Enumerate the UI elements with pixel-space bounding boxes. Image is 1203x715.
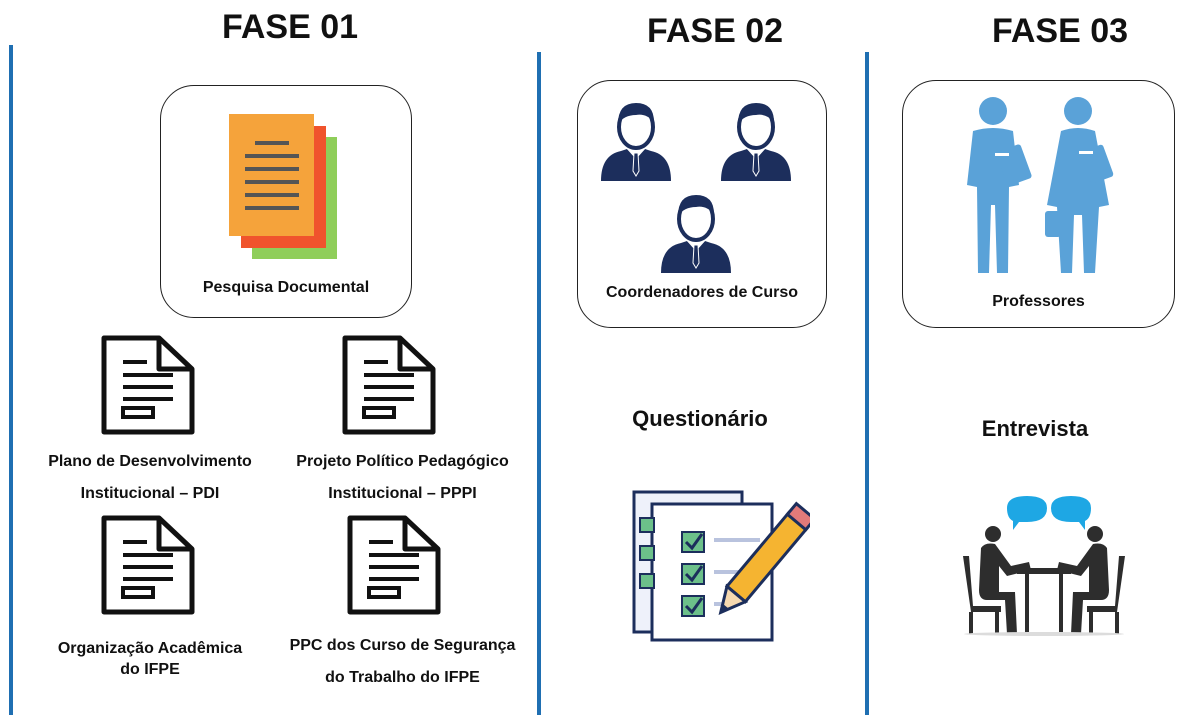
coordenadores-label: Coordenadores de Curso (605, 284, 799, 301)
doc-label-pppi: Projeto Político Pedagógico Instituciona… (270, 446, 535, 510)
fase2-title: FASE 02 (646, 12, 784, 50)
doc-label-organizacao: Organização Acadêmica do IFPE (20, 638, 280, 680)
document-icon (347, 515, 441, 615)
pesquisa-documental-box: Pesquisa Documental (160, 85, 412, 318)
doc-label-line: PPC dos Curso de Segurança (289, 637, 516, 654)
teachers-icon (967, 97, 1114, 273)
doc-label-pdi: Plano de Desenvolvimento Institucional –… (20, 446, 280, 510)
coordenadores-box: Coordenadores de Curso (577, 80, 827, 328)
entrevista-label: Entrevista (981, 416, 1089, 441)
doc-label-line: Institucional – PPPI (328, 485, 477, 502)
document-icon (101, 515, 195, 615)
professores-box: Professores (902, 80, 1175, 328)
fase3-title: FASE 03 (991, 12, 1129, 50)
doc-label-line: do Trabalho do IFPE (325, 669, 480, 686)
doc-label-line: Organização Acadêmica (57, 640, 243, 657)
interview-icon (963, 496, 1125, 636)
professores-label: Professores (992, 293, 1085, 310)
document-stack-icon (229, 114, 337, 259)
document-icon (101, 335, 195, 435)
document-icon (342, 335, 436, 435)
doc-label-line: do IFPE (120, 661, 180, 678)
fase1-title: FASE 01 (221, 8, 359, 46)
doc-label-line: Institucional – PDI (80, 485, 220, 502)
pesquisa-documental-label: Pesquisa Documental (202, 279, 370, 296)
doc-label-ppc: PPC dos Curso de Segurança do Trabalho d… (270, 630, 535, 694)
divider-middle (537, 52, 541, 715)
checklist-pencil-icon (632, 490, 810, 642)
questionario-label: Questionário (632, 406, 768, 431)
doc-label-line: Plano de Desenvolvimento (48, 453, 252, 470)
divider-right (865, 52, 869, 715)
people-group-icon (599, 101, 793, 273)
divider-left (9, 45, 13, 715)
doc-label-line: Projeto Político Pedagógico (296, 453, 509, 470)
